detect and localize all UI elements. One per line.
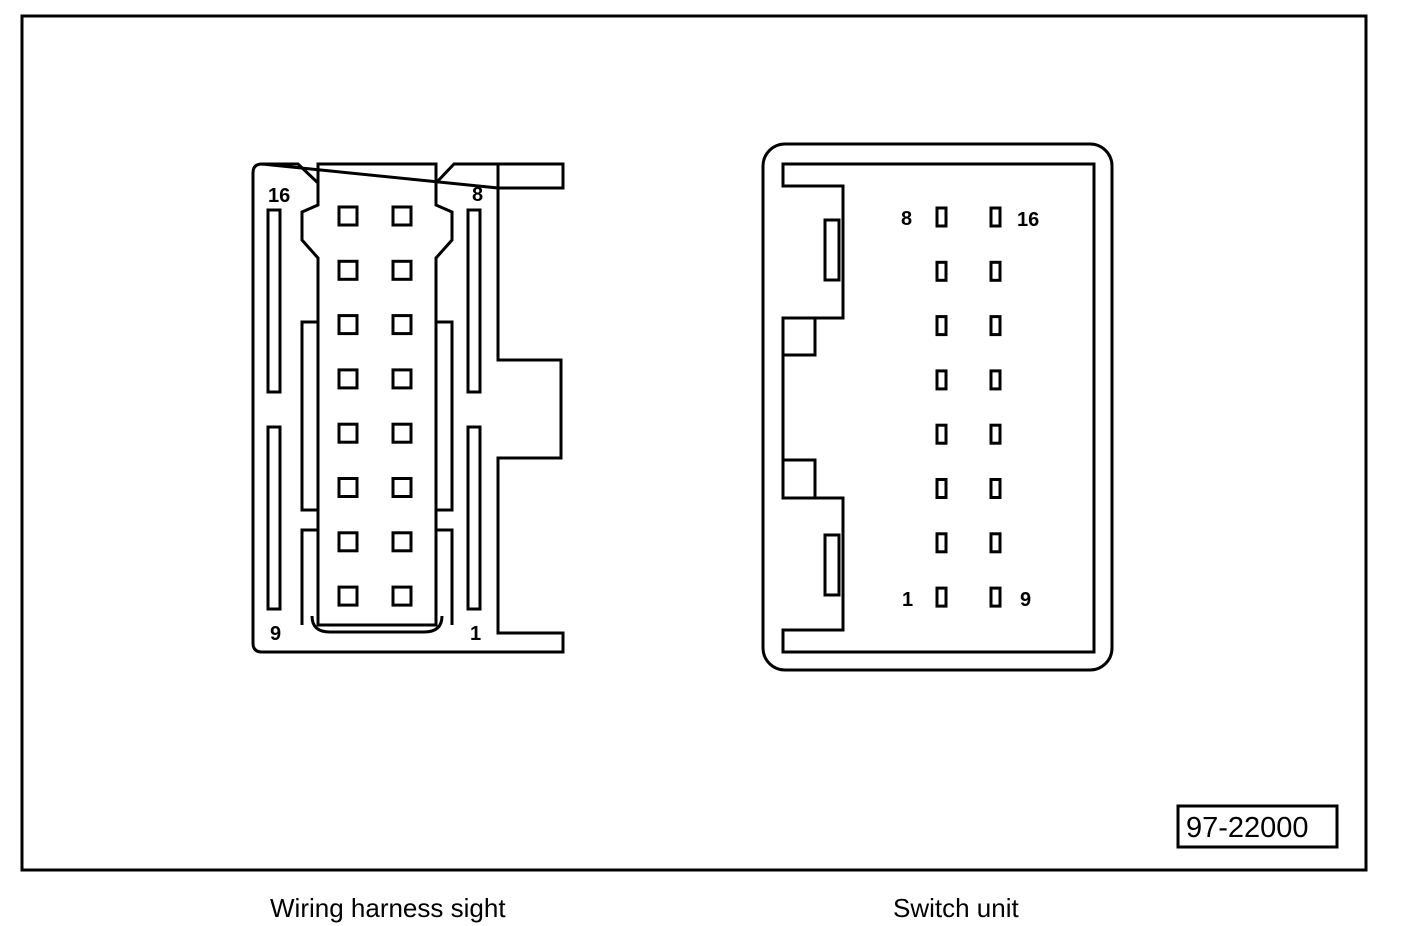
caption-wiring-harness: Wiring harness sight: [270, 893, 506, 923]
harness-slot: [466, 425, 482, 611]
harness-cavity: [300, 183, 454, 627]
harness-pin: [337, 205, 359, 227]
switch-pin: [935, 369, 948, 391]
figure-number: 97-22000: [1186, 812, 1309, 844]
switch-unit-connector: [761, 142, 1114, 672]
harness-pin-grid: [337, 205, 413, 607]
switch-notch: [781, 458, 817, 500]
switch-pin: [935, 315, 948, 337]
harness-body-outline: [251, 162, 565, 654]
switch-pin: [989, 586, 1002, 608]
switch-pin: [989, 532, 1002, 554]
harness-slot: [466, 208, 482, 394]
switch-pin-label-top-left: 8: [901, 208, 912, 230]
harness-pin: [391, 585, 413, 607]
switch-pin: [935, 206, 948, 228]
harness-pin: [337, 368, 359, 390]
switch-pin: [935, 260, 948, 282]
switch-pin: [935, 423, 948, 445]
harness-latch: [310, 615, 444, 634]
harness-pin: [391, 205, 413, 227]
harness-slot: [266, 425, 282, 611]
switch-pin: [935, 586, 948, 608]
switch-pin-label-bottom-right: 9: [1020, 589, 1031, 611]
harness-pin-label-top-right: 8: [472, 184, 483, 206]
switch-window: [823, 218, 841, 282]
switch-pin-label-bottom-left: 1: [902, 589, 913, 611]
caption-switch-unit: Switch unit: [893, 893, 1019, 923]
harness-pin: [391, 422, 413, 444]
figure-frame: [20, 14, 1368, 872]
switch-pin-label-top-right: 16: [1017, 209, 1039, 231]
harness-pin: [391, 259, 413, 281]
harness-pin: [337, 477, 359, 498]
figure-number-box: [1176, 804, 1339, 849]
switch-pin-grid: [935, 206, 1002, 608]
switch-pin: [989, 206, 1002, 228]
harness-pin: [391, 368, 413, 390]
harness-rib: [436, 528, 454, 625]
harness-pin: [391, 531, 413, 553]
switch-pin: [989, 478, 1002, 499]
switch-notch: [781, 316, 817, 357]
harness-pin: [337, 314, 359, 336]
switch-pin: [989, 369, 1002, 391]
harness-pin-label-bottom-right: 1: [470, 623, 481, 645]
harness-pin: [337, 531, 359, 553]
harness-rib: [300, 320, 318, 512]
switch-pin: [989, 423, 1002, 445]
switch-window: [823, 533, 841, 597]
harness-pin: [337, 585, 359, 607]
harness-pin-label-bottom-left: 9: [270, 623, 281, 645]
harness-rib: [436, 320, 454, 512]
switch-pin: [935, 532, 948, 554]
harness-slot: [266, 208, 282, 394]
switch-pin: [989, 315, 1002, 337]
switch-pin: [935, 478, 948, 499]
switch-housing-inner: [781, 162, 1096, 654]
harness-pin: [391, 477, 413, 498]
harness-connector: [251, 162, 565, 654]
harness-pin: [391, 314, 413, 336]
harness-pin: [337, 422, 359, 444]
harness-rib: [300, 528, 318, 625]
harness-pin: [337, 259, 359, 281]
harness-pin-label-top-left: 16: [268, 185, 290, 207]
switch-housing-outer: [761, 142, 1114, 672]
switch-pin: [989, 260, 1002, 282]
